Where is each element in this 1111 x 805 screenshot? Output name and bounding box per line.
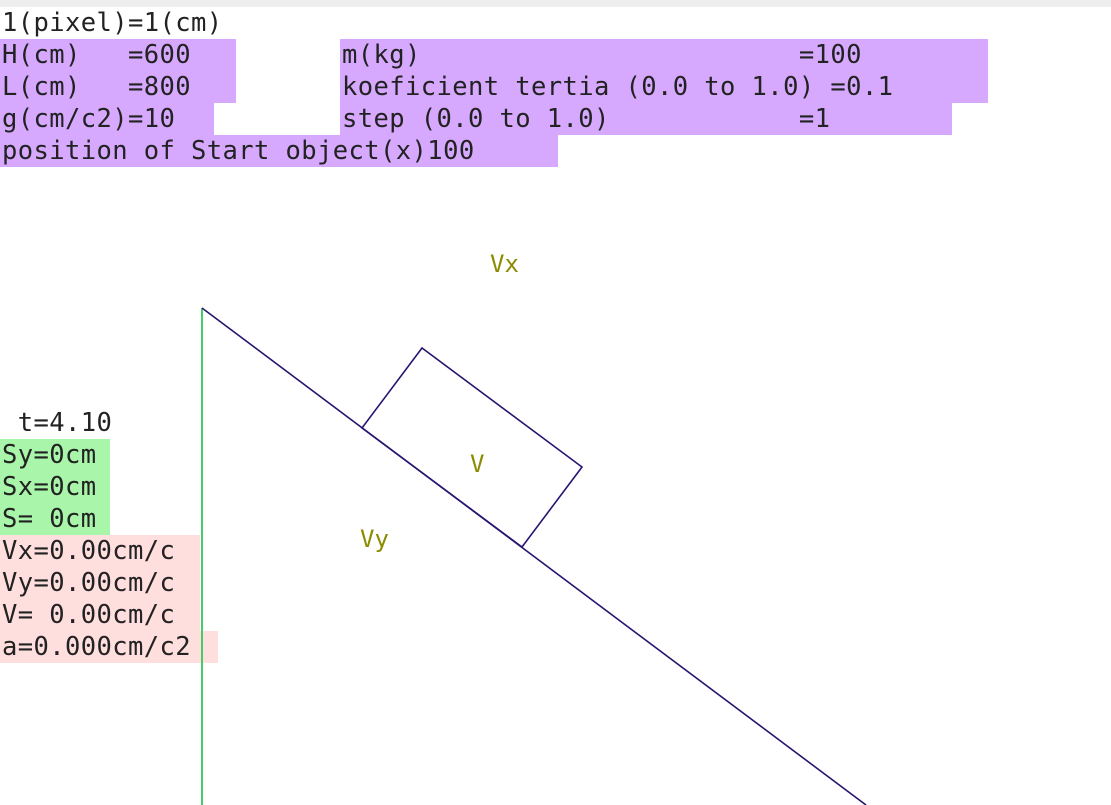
scale-label: 1(pixel)=1(cm): [2, 8, 223, 38]
param-height: H(cm) =600: [2, 40, 192, 70]
top-edge: [0, 0, 1111, 7]
param-gravity: g(cm/c2)=10: [2, 104, 176, 134]
time-readout: t=4.10: [2, 408, 113, 438]
v-bg: [0, 599, 200, 631]
v-vector-label: V: [470, 450, 485, 478]
param-start-bg: [0, 135, 558, 167]
a-readout: a=0.000cm/c2: [2, 632, 192, 662]
vy-bg: [0, 567, 200, 599]
vx-vector-label: Vx: [490, 250, 519, 278]
param-H-bg: [0, 39, 236, 71]
param-g-bg: [0, 103, 214, 135]
param-start-position: position of Start object(x)100: [2, 136, 475, 166]
param-L-bg: [0, 71, 236, 103]
param-friction: koeficient tertia (0.0 to 1.0) =0.1: [342, 72, 894, 102]
sy-bg: [0, 439, 110, 471]
incline-plane: [201, 307, 867, 805]
s-readout: S= 0cm: [2, 504, 97, 534]
v-readout: V= 0.00cm/c: [2, 600, 176, 630]
a-bg: [0, 631, 218, 663]
param-m-bg: [340, 39, 988, 71]
sy-readout: Sy=0cm: [2, 440, 97, 470]
param-step-bg: [340, 103, 952, 135]
vy-readout: Vy=0.00cm/c: [2, 568, 176, 598]
param-length: L(cm) =800: [2, 72, 192, 102]
sx-readout: Sx=0cm: [2, 472, 97, 502]
vy-vector-label: Vy: [360, 525, 389, 553]
vx-bg: [0, 535, 200, 567]
s-bg: [0, 503, 110, 535]
sx-bg: [0, 471, 110, 503]
sliding-block: [360, 346, 584, 549]
param-mass: m(kg) =100: [342, 40, 862, 70]
param-k-bg: [340, 71, 988, 103]
vx-readout: Vx=0.00cm/c: [2, 536, 176, 566]
param-step: step (0.0 to 1.0) =1: [342, 104, 831, 134]
